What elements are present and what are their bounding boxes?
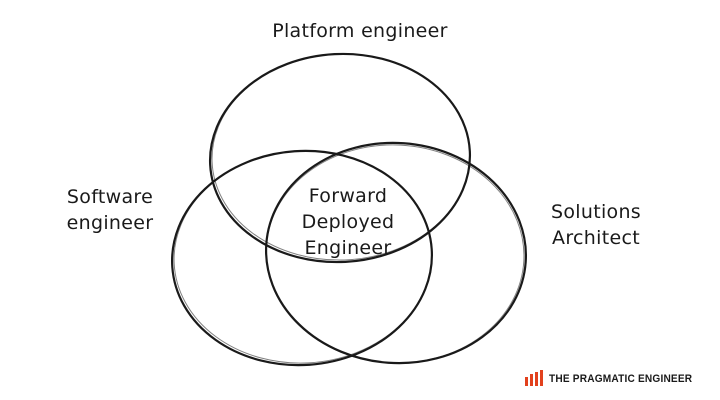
label-center-line-1: Forward: [308, 185, 388, 207]
brand-watermark: THE PRAGMATIC ENGINEER: [525, 368, 705, 386]
logo-bar-3: [535, 372, 538, 386]
label-solutions-architect-line-2: Architect: [552, 227, 640, 249]
label-center-line-2: Deployed: [301, 211, 395, 233]
label-solutions-architect: Solutions Architect: [516, 199, 676, 251]
logo-bar-2: [530, 374, 533, 386]
logo-bar-1: [525, 377, 528, 386]
label-solutions-architect-line-1: Solutions: [551, 201, 641, 223]
label-platform-engineer: Platform engineer: [230, 18, 490, 44]
circle-solutions-architect-echo: [265, 144, 525, 364]
circle-platform-engineer-echo: [211, 53, 471, 261]
brand-name: THE PRAGMATIC ENGINEER: [549, 373, 693, 385]
label-software-engineer-line-1: Software: [66, 186, 154, 208]
bar-chart-logo-icon: [525, 370, 543, 386]
circle-software-engineer-echo: [173, 150, 433, 364]
logo-bar-4: [540, 370, 543, 386]
label-forward-deployed-engineer: Forward Deployed Engineer: [268, 183, 428, 261]
label-center-line-3: Engineer: [304, 237, 392, 259]
label-software-engineer: Software engineer: [30, 184, 190, 236]
label-platform-engineer-text: Platform engineer: [272, 20, 448, 42]
label-software-engineer-line-2: engineer: [66, 212, 154, 234]
